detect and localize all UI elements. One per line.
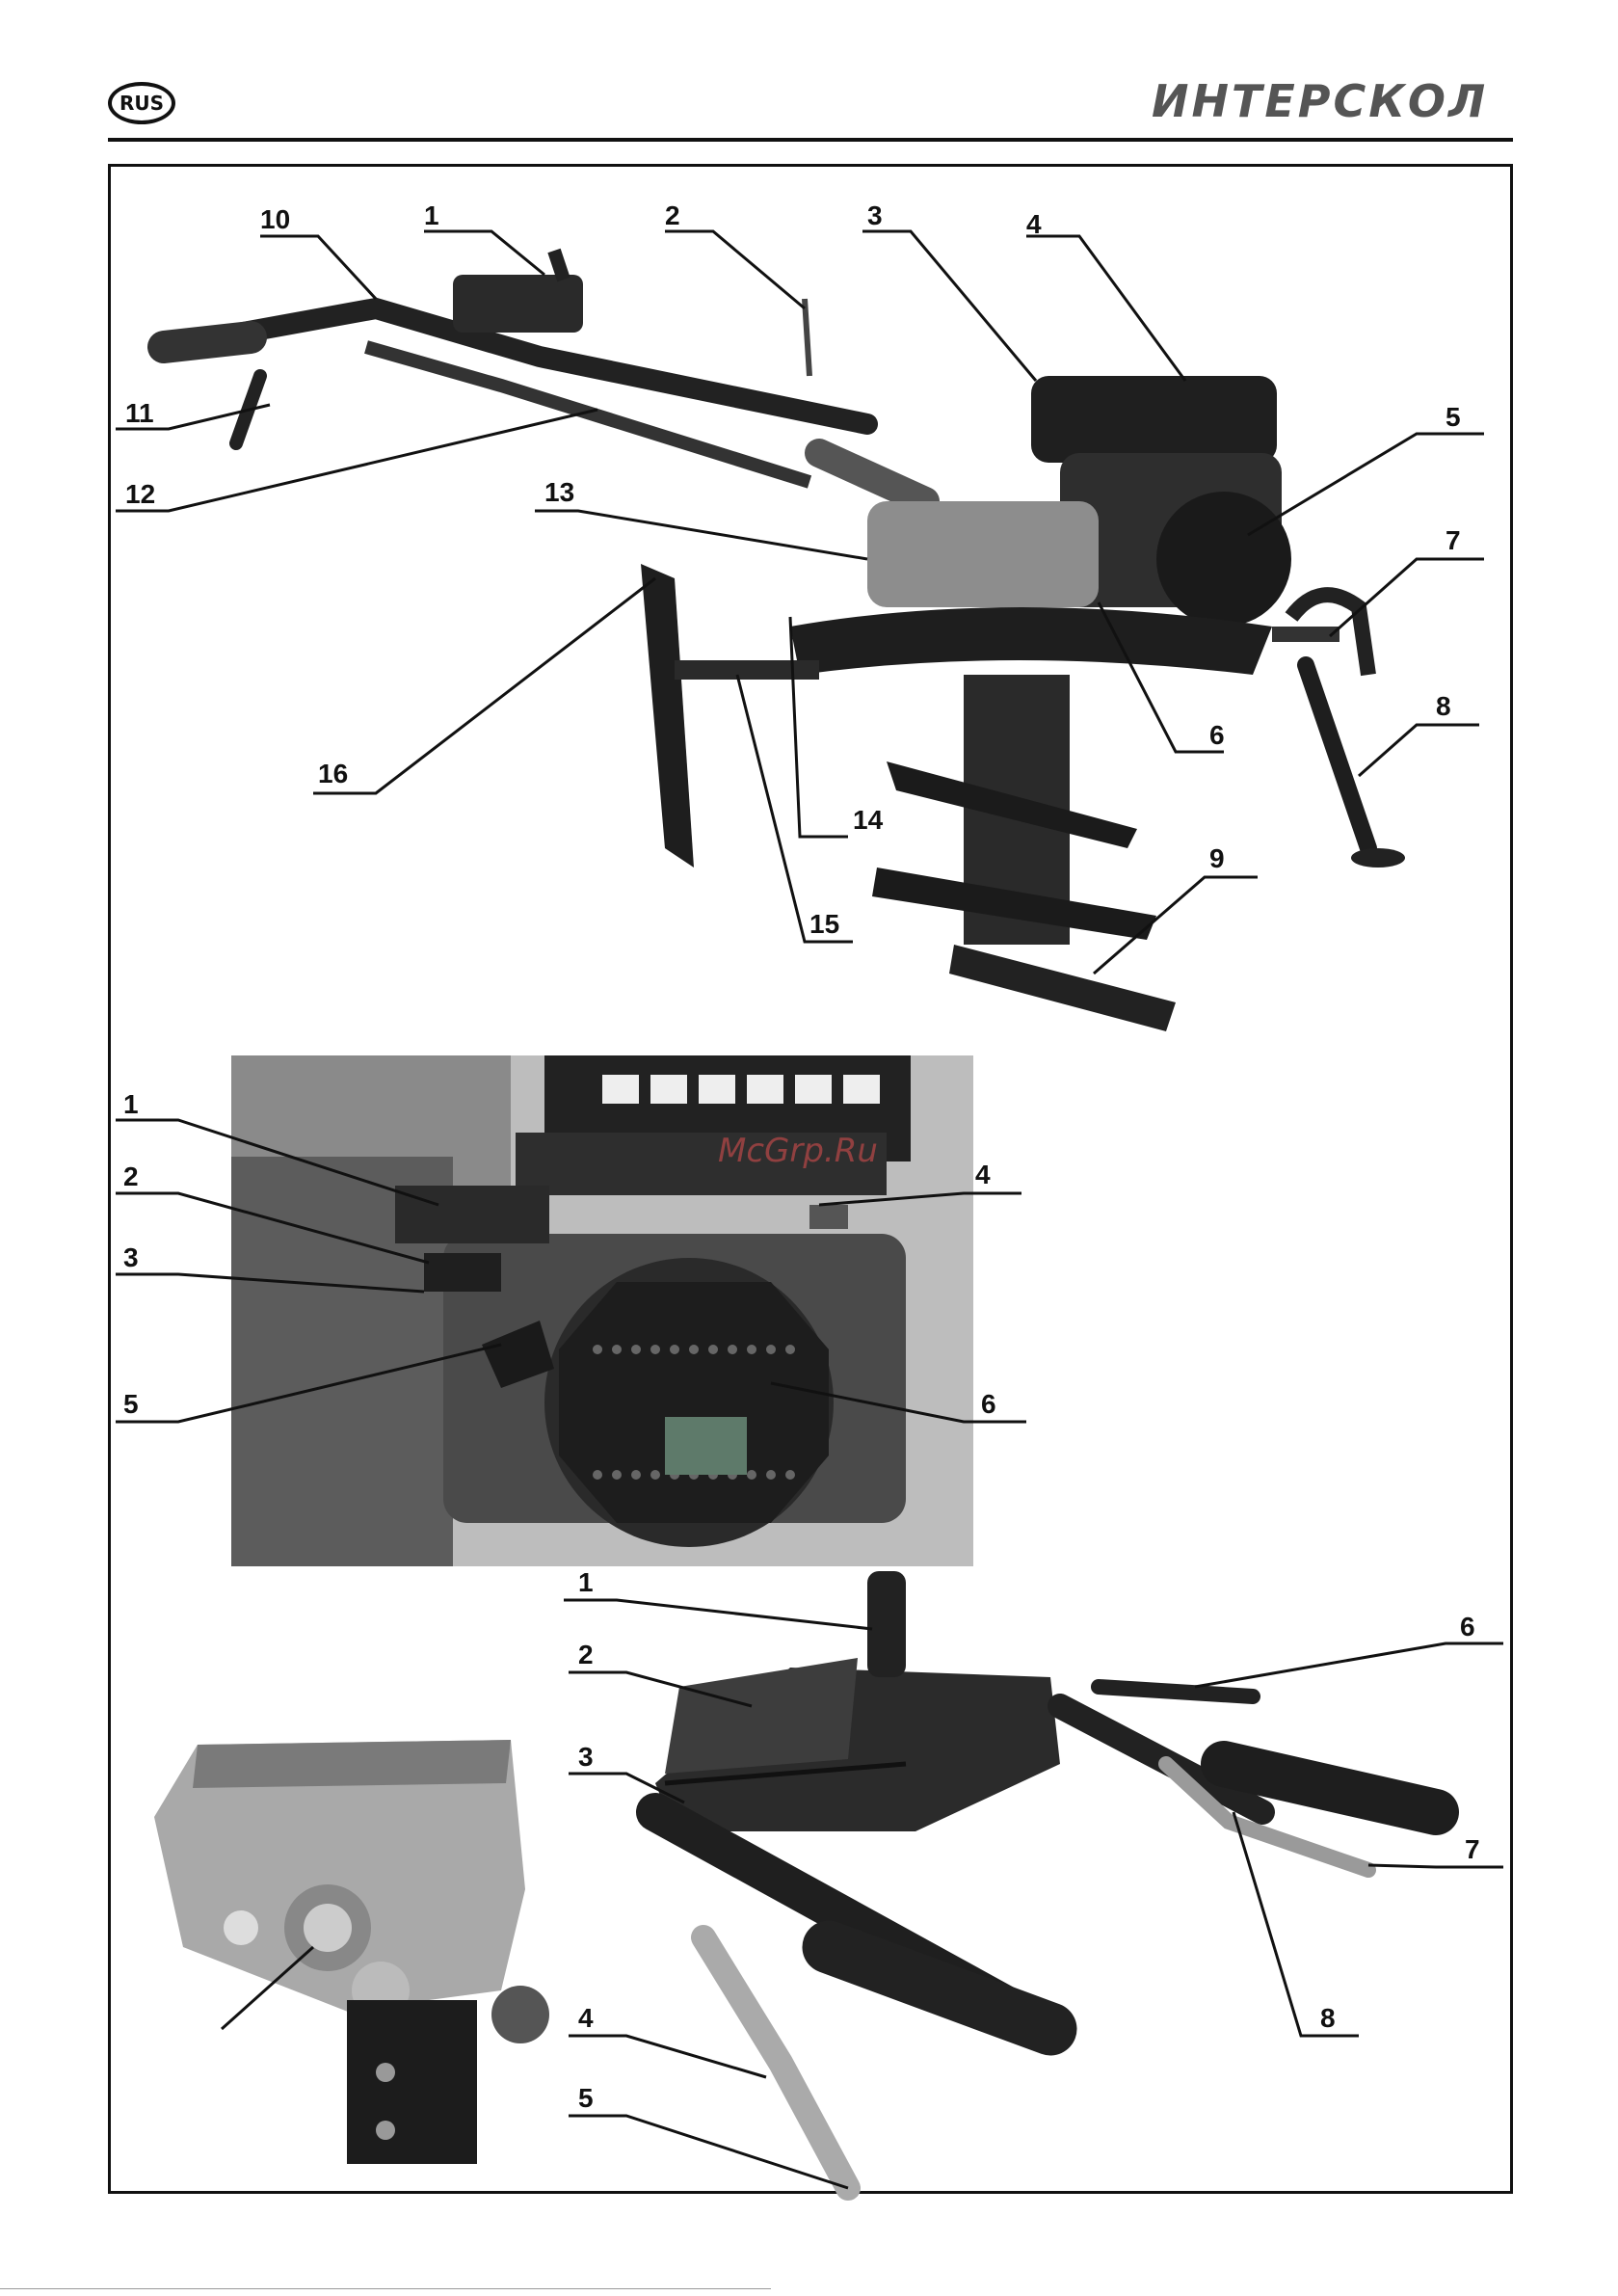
tiller-label-11: 11	[125, 398, 154, 428]
tiller-label-9: 9	[1209, 843, 1225, 873]
engine-label-2: 2	[123, 1161, 139, 1191]
tiller-label-5: 5	[1446, 402, 1461, 432]
tiller-label-1: 1	[424, 200, 439, 230]
handle-label-4: 4	[578, 2003, 594, 2033]
tiller-label-7: 7	[1446, 525, 1461, 555]
handle-label-5: 5	[578, 2083, 594, 2113]
tiller-photo	[164, 251, 1405, 1031]
engine-label-1: 1	[123, 1089, 139, 1119]
watermark-text: McGrp.Ru	[718, 1132, 878, 1170]
handle-label-3: 3	[578, 1742, 594, 1772]
tiller-label-13: 13	[544, 477, 574, 507]
tiller-label-3: 3	[867, 200, 883, 230]
tiller-label-4: 4	[1026, 209, 1042, 239]
engine-label-6: 6	[981, 1389, 996, 1419]
handle-label-2: 2	[578, 1640, 594, 1669]
tiller-label-2: 2	[665, 200, 680, 230]
handle-label-7: 7	[1465, 1834, 1480, 1864]
engine-label-3: 3	[123, 1242, 139, 1272]
tiller-label-14: 14	[853, 805, 884, 835]
tiller-label-16: 16	[318, 759, 348, 788]
tiller-label-8: 8	[1436, 691, 1451, 721]
gearbox-photo	[154, 1740, 549, 2164]
tiller-label-15: 15	[809, 909, 839, 939]
footer-line	[0, 2288, 771, 2289]
handle-label-6: 6	[1460, 1612, 1475, 1642]
tiller-label-10: 10	[260, 204, 290, 234]
tiller-label-6: 6	[1209, 720, 1225, 750]
engine-label-4: 4	[975, 1160, 991, 1189]
tiller-label-12: 12	[125, 479, 155, 509]
handle-label-1: 1	[578, 1567, 594, 1597]
engine-label-5: 5	[123, 1389, 139, 1419]
handle-label-8: 8	[1320, 2003, 1336, 2033]
handle-photo	[655, 1571, 1436, 2188]
